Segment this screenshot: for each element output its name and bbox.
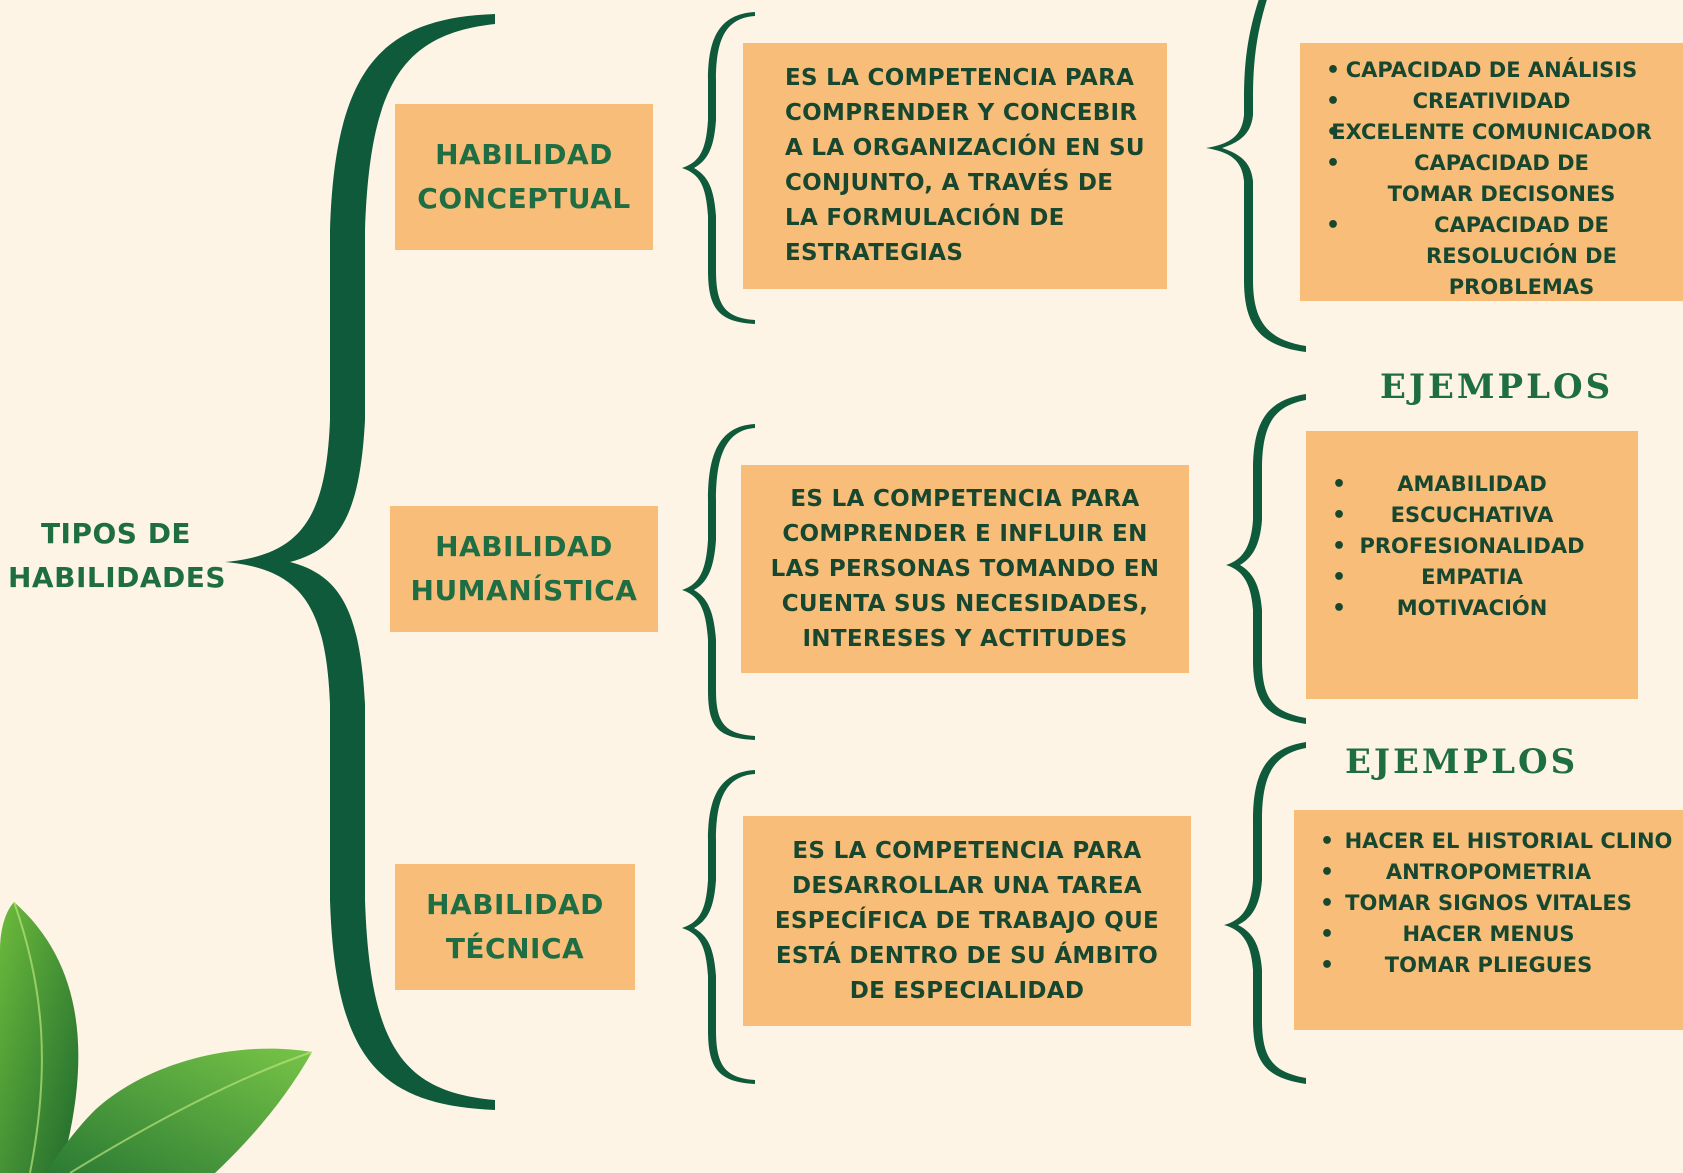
root-title-line2: HABILIDADES — [8, 561, 227, 594]
brace-examples-2 — [1226, 394, 1306, 724]
skill-box-conceptual: HABILIDAD CONCEPTUAL — [395, 104, 653, 250]
description-box-conceptual: ES LA COMPETENCIA PARA COMPRENDER Y CONC… — [743, 43, 1167, 289]
list-item: •ANTROPOMETRIA — [1320, 860, 1592, 885]
list-item: •EXCELENTE COMUNICADOR — [1326, 120, 1652, 145]
skill-name-line2: CONCEPTUAL — [417, 182, 631, 215]
examples-list: •HACER EL HISTORIAL CLINO •ANTROPOMETRIA… — [1294, 826, 1683, 981]
description-box-humanistica: ES LA COMPETENCIA PARA COMPRENDER E INFL… — [741, 465, 1189, 673]
list-item: •CAPACIDAD DE ANÁLISIS — [1326, 58, 1638, 83]
root-title: TIPOS DE HABILIDADES — [8, 512, 227, 600]
list-item: •CAPACIDAD DE TOMAR DECISONES — [1326, 151, 1616, 206]
examples-box-humanistica: •AMABILIDAD •ESCUCHATIVA •PROFESIONALIDA… — [1306, 431, 1638, 699]
list-item: •TOMAR PLIEGUES — [1320, 953, 1593, 978]
root-title-line1: TIPOS DE — [40, 517, 192, 550]
examples-box-tecnica: •HACER EL HISTORIAL CLINO •ANTROPOMETRIA… — [1294, 810, 1683, 1030]
description-box-tecnica: ES LA COMPETENCIA PARA DESARROLLAR UNA T… — [743, 816, 1191, 1026]
main-brace — [225, 14, 495, 1110]
examples-list: •AMABILIDAD •ESCUCHATIVA •PROFESIONALIDA… — [1306, 469, 1638, 624]
list-item: •HACER EL HISTORIAL CLINO — [1320, 829, 1673, 854]
skill-name-line2: HUMANÍSTICA — [410, 574, 638, 607]
list-item: •CREATIVIDAD — [1326, 89, 1571, 114]
leaves-decoration — [0, 901, 313, 1173]
brace-examples-1 — [1206, 0, 1306, 352]
list-item: •PROFESIONALIDAD — [1332, 534, 1585, 559]
leaf-left — [0, 902, 79, 1173]
list-item: •AMABILIDAD — [1332, 472, 1547, 497]
list-item: •CAPACIDAD DE RESOLUCIÓN DE PROBLEMAS — [1326, 213, 1617, 299]
skill-name-line1: HABILIDAD — [426, 888, 604, 921]
list-item: •ESCUCHATIVA — [1332, 503, 1554, 528]
skill-box-tecnica: HABILIDAD TÉCNICA — [395, 864, 635, 990]
list-item: •EMPATIA — [1332, 565, 1523, 590]
examples-list: •CAPACIDAD DE ANÁLISIS •CREATIVIDAD •EXC… — [1300, 55, 1683, 303]
list-item: •MOTIVACIÓN — [1332, 596, 1548, 621]
description-text: ES LA COMPETENCIA PARA COMPRENDER Y CONC… — [785, 65, 1145, 266]
description-text: ES LA COMPETENCIA PARA DESARROLLAR UNA T… — [774, 837, 1160, 1004]
list-item: •HACER MENUS — [1320, 922, 1575, 947]
description-text: ES LA COMPETENCIA PARA COMPRENDER E INFL… — [770, 485, 1160, 652]
examples-heading-humanistica: EJEMPLOS — [1380, 367, 1614, 407]
list-item: •TOMAR SIGNOS VITALES — [1320, 891, 1632, 916]
examples-box-conceptual: •CAPACIDAD DE ANÁLISIS •CREATIVIDAD •EXC… — [1300, 43, 1683, 301]
skill-name-line1: HABILIDAD — [435, 530, 613, 563]
skill-box-humanistica: HABILIDAD HUMANÍSTICA — [390, 506, 658, 632]
skill-name-line1: HABILIDAD — [435, 138, 613, 171]
examples-heading-tecnica: EJEMPLOS — [1345, 742, 1579, 782]
skill-name-line2: TÉCNICA — [445, 932, 585, 965]
brace-humanistica — [682, 424, 755, 740]
